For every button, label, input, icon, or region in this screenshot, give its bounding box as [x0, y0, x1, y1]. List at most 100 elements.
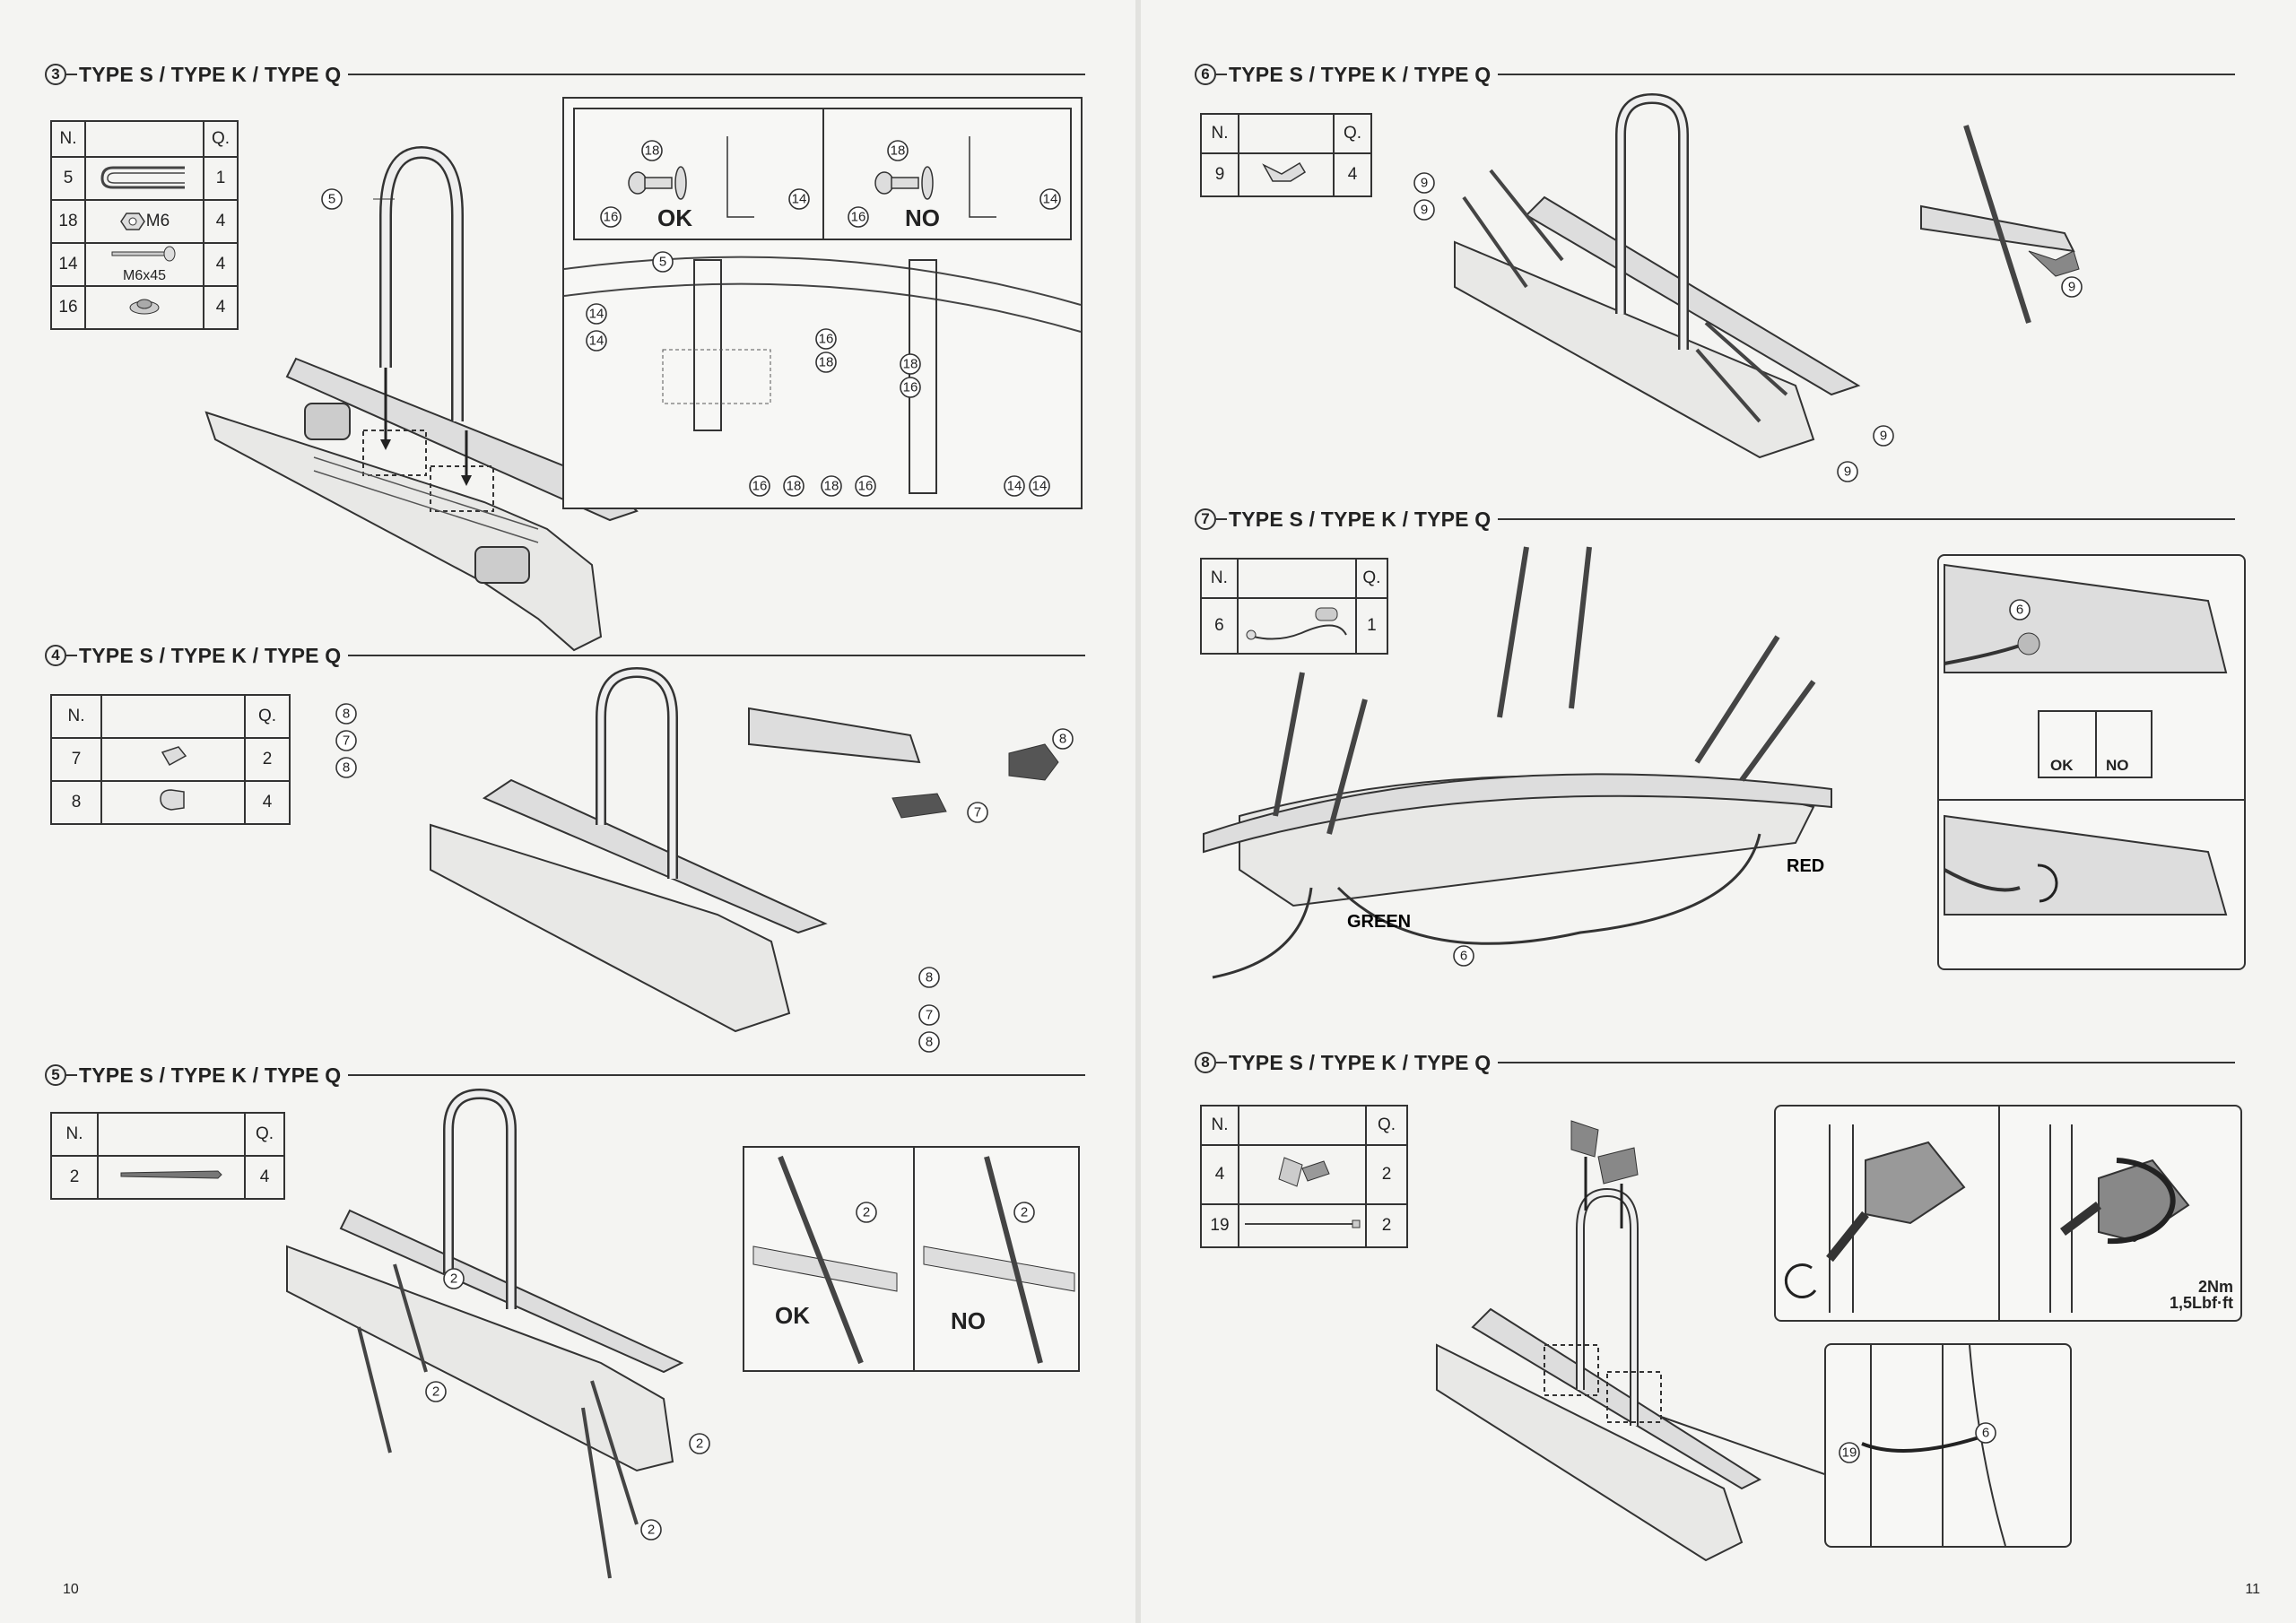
svg-text:8: 8	[926, 970, 933, 985]
no-label: NO	[2106, 757, 2129, 774]
wing-nut-icon	[1262, 161, 1307, 182]
svg-text:6: 6	[1982, 1426, 1989, 1441]
nut-icon	[119, 213, 145, 230]
svg-text:16: 16	[604, 210, 619, 225]
step-3-header: 3 TYPE S / TYPE K / TYPE Q	[45, 59, 1085, 90]
table-row: 5 1	[50, 156, 239, 201]
table-row: 8 4	[50, 780, 291, 825]
svg-text:8: 8	[343, 760, 350, 776]
svg-text:2: 2	[863, 1205, 870, 1220]
table-row: 19 2	[1200, 1203, 1408, 1248]
svg-text:8: 8	[1059, 732, 1066, 747]
svg-text:18: 18	[645, 143, 660, 159]
end-cap-icon	[161, 746, 187, 767]
svg-text:16: 16	[903, 380, 918, 395]
svg-text:14: 14	[589, 334, 604, 349]
step-number: 7	[1195, 508, 1216, 530]
svg-text:18: 18	[891, 143, 906, 159]
svg-text:2: 2	[648, 1523, 655, 1538]
step-4-header: 4 TYPE S / TYPE K / TYPE Q	[45, 640, 1085, 671]
step-title: TYPE S / TYPE K / TYPE Q	[79, 62, 342, 86]
step-3-parts-table: N.Q. 5 1 18 M6 4 14 M6x45 4 16 4	[50, 120, 239, 330]
torque-spec: 2Nm 1,5Lbf·ft	[2170, 1278, 2233, 1312]
step-8-holder-detail: 2Nm 1,5Lbf·ft	[1774, 1105, 2242, 1322]
step-title: TYPE S / TYPE K / TYPE Q	[79, 643, 342, 667]
step-title: TYPE S / TYPE K / TYPE Q	[79, 1063, 342, 1087]
step-5-carrier-drawing: 2 2 2 2	[286, 1088, 710, 1579]
ok-label: OK	[657, 204, 692, 231]
svg-text:6: 6	[1460, 949, 1467, 964]
svg-text:2: 2	[432, 1384, 439, 1400]
svg-text:14: 14	[1007, 479, 1022, 494]
step-title: TYPE S / TYPE K / TYPE Q	[1229, 1050, 1492, 1074]
ok-no-comparison: OK NO 18 16 14 18 16 14	[573, 108, 1072, 240]
svg-text:14: 14	[1032, 479, 1048, 494]
table-row: 6 1	[1200, 597, 1389, 655]
green-socket-label: GREEN	[1347, 912, 1411, 932]
ok-label: OK	[775, 1302, 810, 1329]
svg-text:14: 14	[1043, 192, 1058, 207]
step-5-header: 5 TYPE S / TYPE K / TYPE Q	[45, 1060, 1085, 1090]
red-socket-label: RED	[1787, 856, 1824, 876]
connector-ok-no: OK NO	[2038, 710, 2152, 778]
bolt-assembly-drawing: 5 14 14 16 18 18 16 16 18 18 16 14 14	[563, 251, 1082, 497]
bolt-icon	[111, 246, 176, 262]
table-row: 14 M6x45 4	[50, 242, 239, 287]
svg-text:9: 9	[1880, 429, 1887, 444]
svg-text:18: 18	[819, 355, 834, 370]
wing-nut-detail: 9	[1920, 125, 2083, 324]
table-row: 7 2	[50, 737, 291, 782]
step-7-detail-panel: 6 OK NO	[1937, 554, 2246, 970]
rail-end-detail: 8 7	[748, 707, 1074, 823]
page-number: 11	[2245, 1582, 2260, 1597]
left-page: 3 TYPE S / TYPE K / TYPE Q N.Q. 5 1 18 M…	[0, 0, 1137, 1623]
page-number: 10	[63, 1582, 79, 1597]
step-8-parts-table: N.Q. 4 2 19 2	[1200, 1105, 1408, 1248]
svg-text:16: 16	[752, 479, 768, 494]
svg-text:7: 7	[926, 1008, 933, 1023]
ok-label: OK	[2050, 757, 2074, 774]
frame-holder-icon	[1278, 1157, 1330, 1187]
svg-text:16: 16	[851, 210, 866, 225]
step-number: 6	[1195, 64, 1216, 85]
svg-text:2: 2	[696, 1436, 703, 1452]
no-label: NO	[905, 204, 940, 231]
cable-icon	[1246, 607, 1347, 640]
svg-text:5: 5	[659, 255, 666, 270]
svg-text:2: 2	[450, 1271, 457, 1287]
step-6-header: 6 TYPE S / TYPE K / TYPE Q	[1195, 59, 2235, 90]
right-page: 6 TYPE S / TYPE K / TYPE Q N.Q. 9 4 9 9 …	[1141, 0, 2296, 1623]
handle-bar-part-icon	[100, 166, 185, 189]
step-number: 8	[1195, 1052, 1216, 1073]
svg-text:9: 9	[1421, 176, 1428, 191]
step-3-carrier-drawing: 5	[204, 145, 639, 652]
svg-text:7: 7	[974, 805, 981, 820]
step-4-carrier-drawing: 8 7 8 8 7 8	[335, 666, 940, 1053]
step-8-carrier-drawing: 4 4	[1436, 1120, 1994, 1562]
svg-text:14: 14	[589, 307, 604, 322]
table-row: 4 2	[1200, 1144, 1408, 1205]
no-label: NO	[951, 1307, 986, 1334]
svg-text:7: 7	[343, 733, 350, 749]
step-number: 3	[45, 64, 66, 85]
svg-text:18: 18	[903, 357, 918, 372]
svg-text:2: 2	[1021, 1205, 1028, 1220]
step-title: TYPE S / TYPE K / TYPE Q	[1229, 62, 1492, 86]
svg-text:6: 6	[2016, 603, 2023, 618]
strap-icon	[120, 1170, 222, 1179]
step-title: TYPE S / TYPE K / TYPE Q	[1229, 507, 1492, 531]
step-6-carrier-drawing: 9 9 9 9	[1413, 92, 1894, 482]
svg-text:9: 9	[1844, 464, 1851, 480]
step-6-parts-table: N.Q. 9 4	[1200, 113, 1372, 197]
table-row: 2 4	[50, 1155, 285, 1200]
step-number: 5	[45, 1064, 66, 1086]
table-row: 18 M6 4	[50, 199, 239, 244]
step-7-header: 7 TYPE S / TYPE K / TYPE Q	[1195, 504, 2235, 534]
step-7-parts-table: N.Q. 6 1	[1200, 558, 1389, 655]
cable-tie-detail: 19 6	[1824, 1343, 2072, 1548]
table-row: 16 4	[50, 285, 239, 330]
step-3-detail-panel: OK NO 18 16 14 18 16 14	[562, 97, 1083, 509]
step-7-carrier-drawing: GREEN RED 6	[1203, 546, 1832, 979]
washer-icon	[129, 299, 160, 315]
svg-text:8: 8	[343, 707, 350, 722]
